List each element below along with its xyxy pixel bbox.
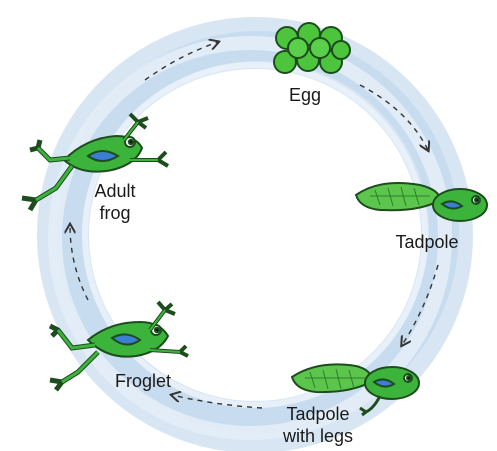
egg-cluster-icon (274, 23, 350, 73)
adult-frog-line1: Adult (80, 180, 150, 202)
tadpole-with-legs-label: Tadpole with legs (258, 403, 378, 447)
tadpole-with-legs-line2: with legs (258, 425, 378, 447)
egg-label: Egg (275, 84, 335, 106)
adult-frog-label: Adult frog (80, 180, 150, 224)
tadpole-label-text: Tadpole (395, 232, 458, 252)
egg-label-text: Egg (289, 85, 321, 105)
tadpole-label: Tadpole (372, 231, 482, 253)
tadpole-with-legs-line1: Tadpole (258, 403, 378, 425)
adult-frog-line2: frog (80, 202, 150, 224)
froglet-label-text: Froglet (115, 371, 171, 391)
froglet-label: Froglet (98, 370, 188, 392)
